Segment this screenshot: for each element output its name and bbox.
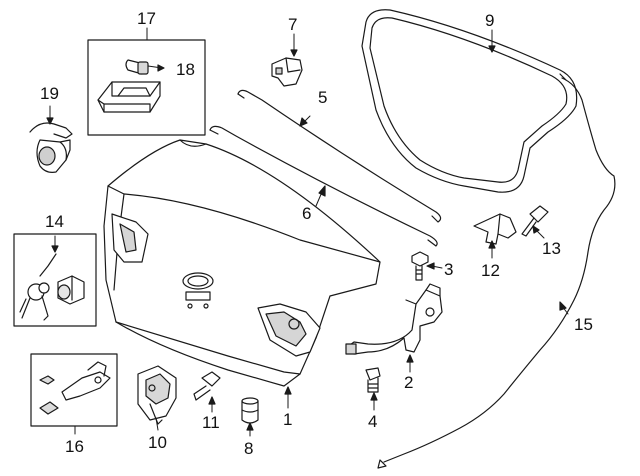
callout-14: 14 <box>45 212 64 231</box>
bulb-socket-part-19 <box>29 105 73 173</box>
bolt-part-11 <box>193 371 221 413</box>
callout-5: 5 <box>318 88 328 107</box>
bolt-part-13 <box>521 205 549 239</box>
lock-cylinder-part <box>57 275 85 305</box>
callout-6: 6 <box>302 204 312 223</box>
callout-13: 13 <box>542 239 561 258</box>
callout-17: 17 <box>137 9 156 28</box>
callout-1: 1 <box>283 410 293 429</box>
callout-11: 11 <box>202 413 220 432</box>
inset-box-16 <box>30 353 118 427</box>
callout-15: 15 <box>574 315 593 334</box>
keys-part <box>19 253 57 321</box>
bumper-stop-part-12 <box>473 213 517 259</box>
release-cable-part-15 <box>377 73 616 469</box>
callout-7: 7 <box>288 15 298 34</box>
callout-12: 12 <box>481 261 500 280</box>
trunk-lid-part-1 <box>103 139 381 409</box>
callout-9: 9 <box>485 11 495 30</box>
latch-part-10 <box>137 365 177 431</box>
torsion-rod-part-6 <box>209 125 438 247</box>
lamp-housing-part <box>97 81 161 113</box>
bulb-part <box>125 59 165 75</box>
bolt-part-4 <box>365 367 381 411</box>
callout-16: 16 <box>65 437 84 456</box>
inset-box-14 <box>13 233 97 327</box>
inset-box-17 <box>87 39 206 136</box>
bracket-part-7 <box>271 33 303 87</box>
callout-2: 2 <box>404 373 414 392</box>
callout-3: 3 <box>444 260 454 279</box>
callout-18: 18 <box>176 60 195 79</box>
bumper-part-8 <box>241 397 259 437</box>
callout-8: 8 <box>244 439 254 458</box>
callout-19: 19 <box>40 84 59 103</box>
weatherstrip-part-9 <box>361 9 578 193</box>
torsion-rod-part-5 <box>237 89 442 223</box>
callout-4: 4 <box>368 412 378 431</box>
callout-10: 10 <box>148 433 167 452</box>
hinge-part-2 <box>345 283 443 373</box>
bolt-part-3 <box>411 251 443 281</box>
